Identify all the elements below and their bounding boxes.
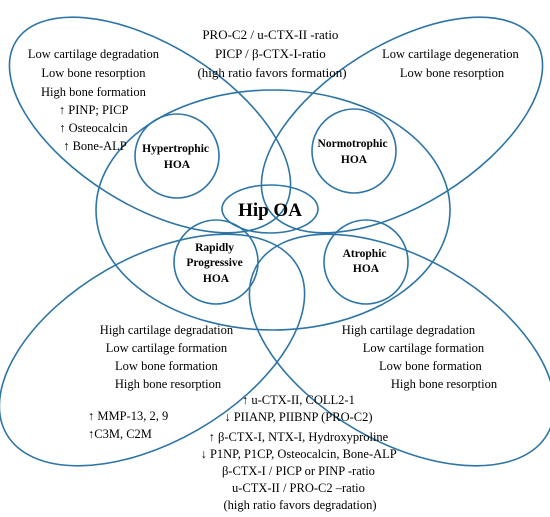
- normotrophic-circle: [311, 108, 397, 194]
- top-left-text: Low cartilage degradation Low bone resor…: [28, 47, 162, 153]
- rapidly-progressive-circle: [173, 219, 259, 305]
- bottom-left-text: High cartilage degradation Low cartilage…: [100, 323, 236, 391]
- bottom-left-markers: ↑ MMP-13, 2, 9 ↑C3M, C2M: [88, 409, 171, 441]
- bottom-markers-text: ↑ u-CTX-II, COLL2-1 ↓ PIIANP, PIIBNP (PR…: [201, 393, 400, 512]
- top-left-ellipse: [8, 16, 292, 234]
- normotrophic-label: Normotrophic HOA: [318, 138, 391, 166]
- atrophic-label: Atrophic HOA: [343, 248, 390, 275]
- hip-oa-center-ellipse: [95, 89, 451, 331]
- rapidly-progressive-label: Rapidly Progressive HOA: [186, 242, 245, 285]
- atrophic-circle: [323, 219, 409, 305]
- hip-oa-label-ellipse: [221, 184, 319, 234]
- top-ratio-text: PRO-C2 / u-CTX-II -ratio PICP / β-CTX-I-…: [197, 27, 346, 80]
- bottom-left-ellipse: [0, 233, 306, 467]
- hypertrophic-label: Hypertrophic HOA: [142, 143, 212, 171]
- hypertrophic-circle: [134, 113, 220, 199]
- top-right-text: Low cartilage degeneration Low bone reso…: [382, 47, 522, 80]
- bottom-right-ellipse: [248, 233, 550, 467]
- top-right-ellipse: [260, 16, 544, 234]
- bottom-right-text: High cartilage degradation Low cartilage…: [342, 323, 498, 391]
- hip-oa-label: Hip OA: [238, 200, 302, 221]
